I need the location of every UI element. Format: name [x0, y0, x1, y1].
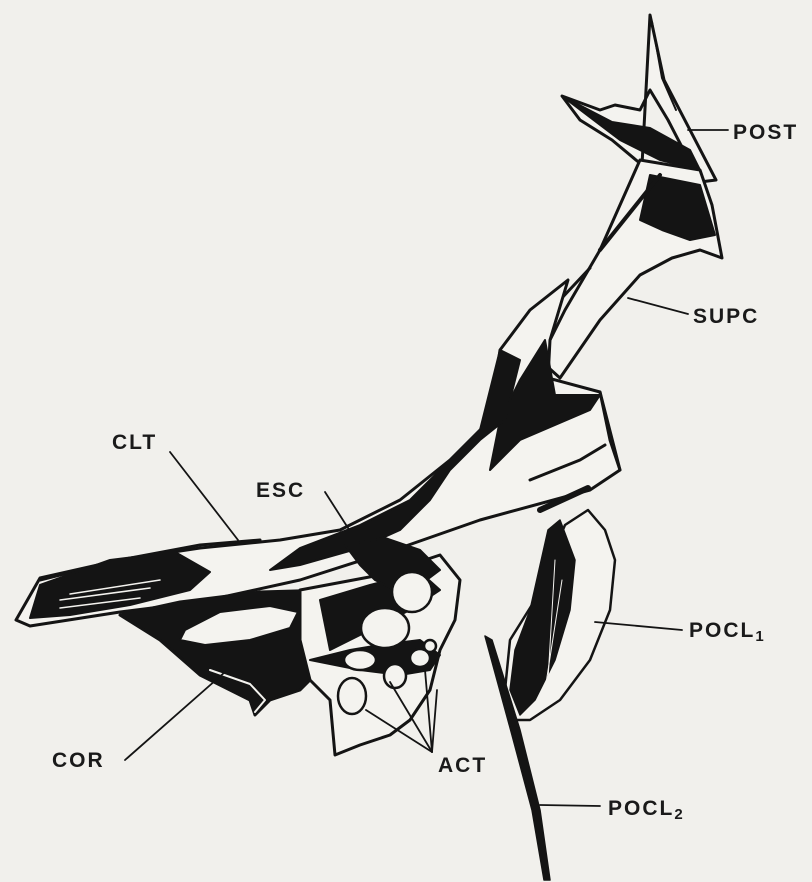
posttemporal-bone	[562, 15, 716, 182]
label-pocl1: POCL1	[689, 620, 764, 644]
label-post: POST	[733, 122, 798, 143]
supracleithrum-bone	[540, 160, 722, 378]
label-pocl2: POCL2	[608, 798, 683, 822]
label-supc: SUPC	[693, 306, 759, 327]
leader-pocl2	[540, 805, 600, 806]
leader-clt	[170, 452, 238, 540]
leader-pocl1	[595, 622, 682, 630]
label-esc: ESC	[256, 480, 305, 501]
label-cor: COR	[52, 750, 105, 771]
leader-supc	[628, 298, 688, 314]
postcleithrum-1-bone	[505, 510, 615, 720]
leader-cor	[125, 672, 225, 760]
leader-act-d	[432, 690, 437, 752]
label-clt: CLT	[112, 432, 157, 453]
label-act: ACT	[438, 755, 487, 776]
